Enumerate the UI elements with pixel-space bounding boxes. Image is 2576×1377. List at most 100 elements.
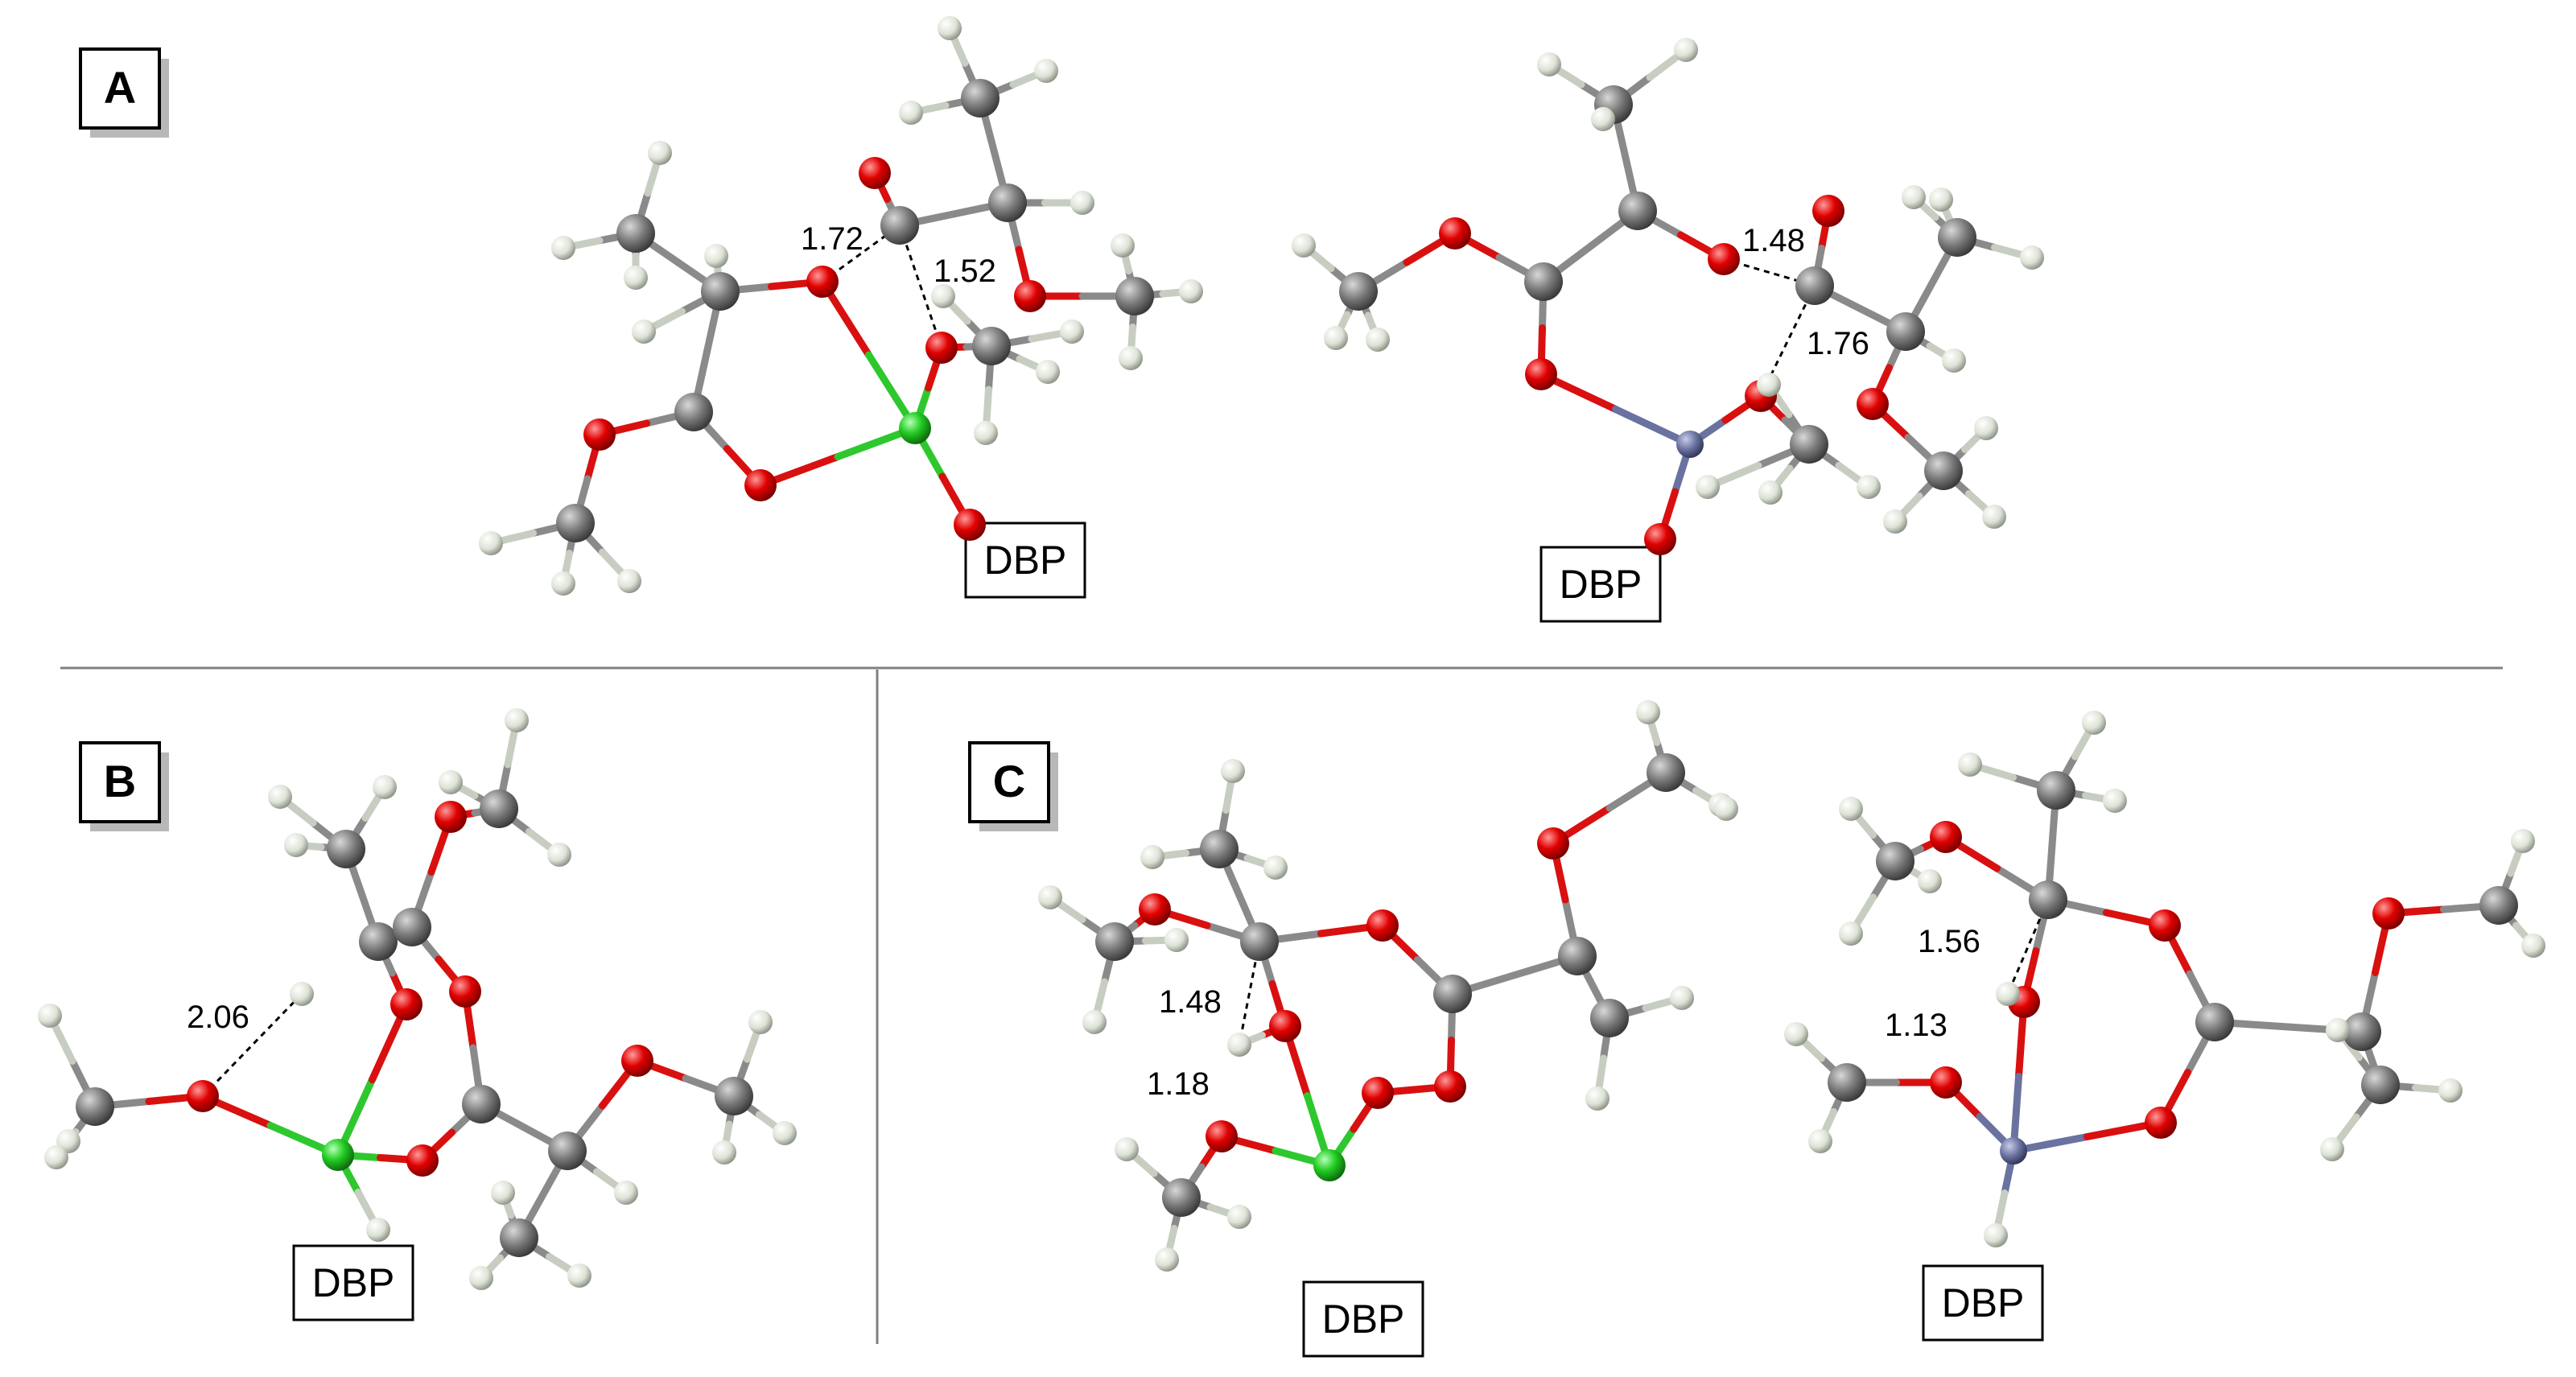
- distance-label-a1-o: 1.72: [801, 221, 863, 257]
- hydrogen-atom: [1982, 505, 2006, 529]
- hydrogen-atom: [2020, 245, 2044, 270]
- hydrogen-atom: [551, 571, 575, 596]
- hydrogen-atom: [1670, 986, 1694, 1010]
- hydrogen-atom: [491, 1181, 515, 1205]
- oxygen-atom: [390, 988, 422, 1020]
- metal-atom: [322, 1139, 354, 1171]
- hydrogen-atom: [1036, 360, 1060, 384]
- carbon-atom: [972, 327, 1011, 365]
- hydrogen-atom: [938, 16, 962, 40]
- carbon-atom: [1924, 451, 1963, 490]
- carbon-atom: [2029, 880, 2067, 919]
- dbp-label: DBP: [1942, 1280, 2025, 1325]
- carbon-atom: [961, 79, 999, 117]
- hydrogen-atom: [1757, 373, 1781, 397]
- hydrogen-atom: [1902, 185, 1926, 209]
- hydrogen-atom: [2438, 1078, 2463, 1103]
- hydrogen-atom: [1038, 885, 1062, 909]
- hydrogen-atom: [1537, 52, 1561, 76]
- dbp-box-a1: DBP: [964, 522, 1086, 599]
- hydrogen-atom: [2511, 829, 2535, 853]
- oxygen-atom: [1857, 388, 1889, 420]
- hydrogen-atom: [373, 775, 397, 799]
- hydrogen-atom: [1324, 326, 1348, 350]
- carbon-atom: [1647, 753, 1685, 792]
- hydrogen-atom: [2320, 1137, 2344, 1161]
- hydrogen-atom: [748, 1010, 773, 1034]
- carbon-atom: [462, 1085, 501, 1123]
- hydrogen-atom: [1227, 1033, 1251, 1057]
- hydrogen-atom: [899, 101, 923, 125]
- molecule-c-right: [1784, 711, 2545, 1247]
- hydrogen-atom: [773, 1121, 797, 1145]
- carbon-atom: [500, 1218, 538, 1257]
- hydrogen-atom: [632, 320, 656, 344]
- molecule-a-right: [1292, 38, 2044, 555]
- oxygen-atom: [1537, 827, 1569, 860]
- hydrogen-atom: [1857, 475, 1881, 499]
- oxygen-atom: [744, 469, 777, 501]
- interaction-line: [201, 992, 303, 1098]
- hydrogen-atom: [1179, 279, 1203, 303]
- dbp-label: DBP: [1560, 562, 1642, 607]
- hydrogen-atom: [648, 141, 672, 165]
- hydrogen-atom: [1034, 59, 1058, 83]
- oxygen-atom: [1930, 1066, 1962, 1099]
- hydrogen-atom: [366, 1218, 390, 1242]
- panel-label-a: A: [79, 47, 169, 138]
- carbon-atom: [988, 183, 1027, 222]
- carbon-atom: [393, 908, 431, 946]
- hydrogen-atom: [1758, 480, 1783, 505]
- dbp-label: DBP: [984, 538, 1067, 583]
- carbon-atom: [1590, 999, 1629, 1037]
- hydrogen-atom: [1119, 346, 1143, 370]
- hydrogen-atom: [1155, 1247, 1179, 1272]
- oxygen-atom: [1812, 195, 1844, 227]
- interaction-line: [1238, 941, 1261, 1045]
- interaction-line: [2006, 899, 2050, 995]
- metal-atom: [2000, 1137, 2027, 1165]
- hydrogen-atom: [1263, 855, 1288, 880]
- oxygen-atom: [1206, 1120, 1238, 1152]
- hydrogen-atom: [1674, 38, 1698, 62]
- dbp-box-a2: DBP: [1539, 546, 1662, 623]
- carbon-atom: [1828, 1063, 1866, 1102]
- oxygen-atom: [1269, 1010, 1301, 1042]
- oxygen-atom: [1644, 523, 1676, 555]
- oxygen-atom: [406, 1144, 439, 1177]
- bond: [1612, 406, 1694, 448]
- carbon-atom: [701, 272, 740, 311]
- hydrogen-atom: [617, 569, 641, 593]
- carbon-atom: [1162, 1178, 1201, 1217]
- molecule-b: [38, 708, 797, 1290]
- panel-label-c: C: [968, 741, 1058, 831]
- hydrogen-atom: [1585, 1086, 1609, 1111]
- carbon-atom: [548, 1132, 587, 1170]
- carbon-atom: [674, 393, 713, 431]
- dbp-box-b: DBP: [292, 1244, 414, 1321]
- hydrogen-atom: [1784, 1022, 1808, 1046]
- oxygen-atom: [806, 266, 839, 298]
- interaction-line: [898, 225, 943, 348]
- panel-letter-c: C: [993, 756, 1025, 806]
- oxygen-atom: [2372, 897, 2405, 930]
- oxygen-atom: [1014, 280, 1046, 312]
- hydrogen-atom: [505, 708, 529, 732]
- hydrogen-atom: [1366, 328, 1390, 352]
- carbon-atom: [1200, 830, 1239, 868]
- carbon-atom: [556, 504, 595, 542]
- carbon-atom: [1886, 312, 1925, 351]
- hydrogen-atom: [1082, 1010, 1107, 1034]
- carbon-atom: [76, 1087, 114, 1126]
- metal-atom: [899, 412, 931, 444]
- hydrogen-atom: [479, 531, 503, 555]
- oxygen-atom: [1139, 893, 1171, 926]
- molecule-c-left: [1038, 700, 1738, 1272]
- hydrogen-atom: [1942, 348, 1966, 373]
- oxygen-atom: [1434, 1070, 1466, 1103]
- oxygen-atom: [2149, 909, 2181, 942]
- carbon-atom: [1558, 937, 1597, 975]
- hydrogen-atom: [1164, 928, 1189, 952]
- hydrogen-atom: [1111, 233, 1135, 258]
- carbon-atom: [1240, 922, 1279, 961]
